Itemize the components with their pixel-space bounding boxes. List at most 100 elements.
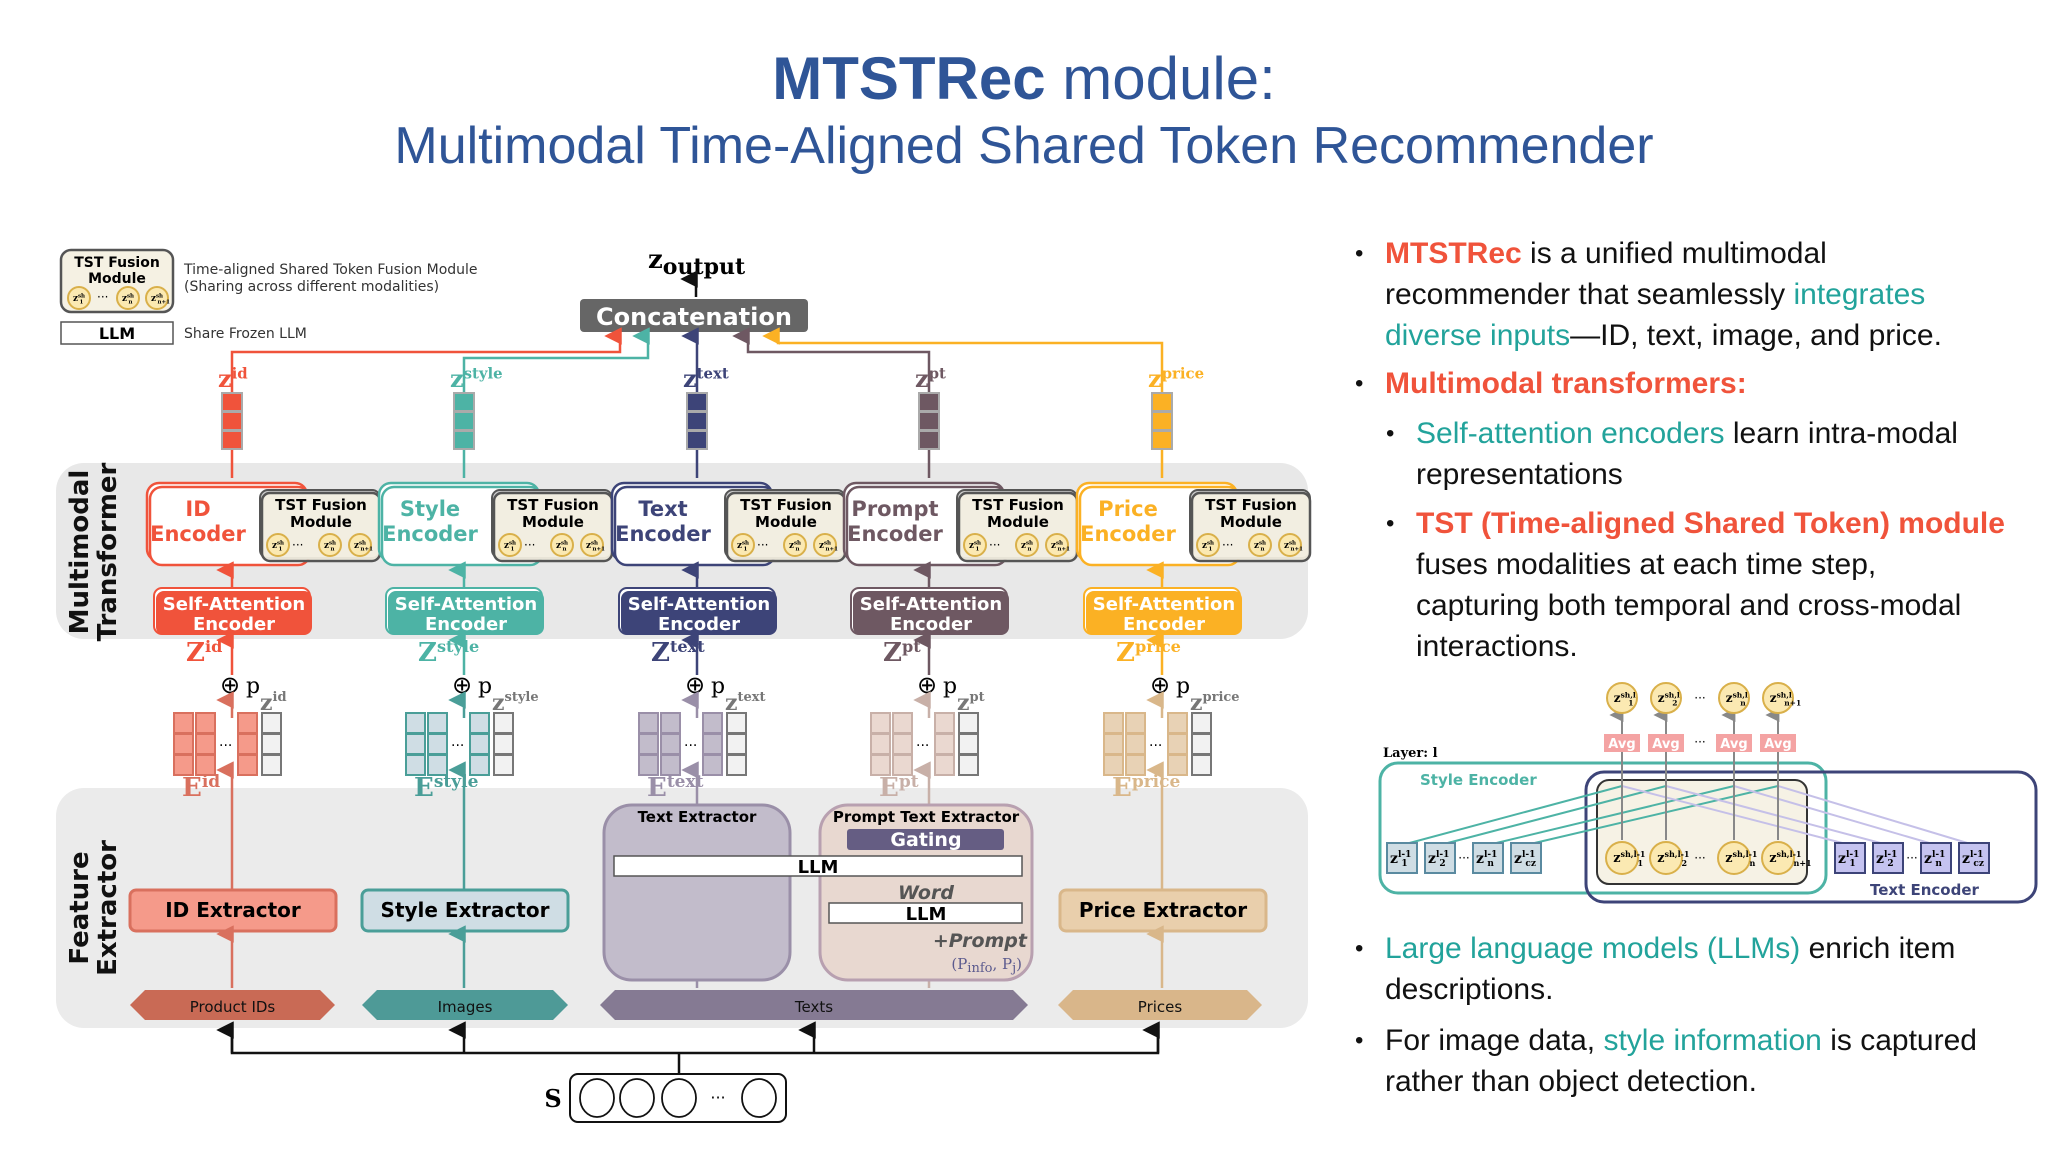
embedding-cell <box>934 754 955 776</box>
legend-llm-label: LLM <box>99 324 135 343</box>
embedding-cell <box>405 754 426 776</box>
sequence-label: S <box>544 1084 561 1113</box>
cz-token-cell <box>493 754 514 776</box>
zcz-output-label-price-sup: price <box>1162 365 1204 383</box>
mini-text-token-sub: n <box>1935 859 1942 869</box>
embedding-cell <box>427 733 448 755</box>
embedding-cell <box>1103 733 1124 755</box>
input-hex-style <box>362 990 568 1020</box>
pos-p-label: p <box>711 674 725 699</box>
prompt-extractor-label: Prompt Text Extractor <box>833 808 1020 826</box>
embedding-ellipsis: ··· <box>219 738 232 754</box>
cz-token-cell <box>958 754 979 776</box>
zcz-output-label-id-sup: id <box>232 365 249 383</box>
self-attention-label-2: Encoder <box>425 614 507 635</box>
encoder-label-2: Encoder <box>150 522 246 546</box>
pos-plus-icon: ⊕ <box>1150 671 1170 699</box>
e-base: E <box>647 773 667 803</box>
cz-token-cell <box>493 712 514 734</box>
tst-token-sup: sh <box>561 540 568 546</box>
text-extractor-box <box>602 803 792 982</box>
z-label-style-sup: style <box>437 637 479 656</box>
mini-style-link <box>1401 785 1623 846</box>
embedding-cell <box>173 754 194 776</box>
section-label-extractor-1: Feature <box>65 851 95 964</box>
legend-llm-desc: Share Frozen LLM <box>184 326 307 342</box>
tst-ellipsis: ··· <box>757 538 768 552</box>
zcz-sup: id <box>273 690 287 705</box>
tst-ellipsis: ··· <box>292 538 303 552</box>
embedding-cell <box>427 754 448 776</box>
z-label-price-base: Z <box>1116 638 1135 668</box>
mini-out-token-sub: 2 <box>1672 699 1677 708</box>
section-label-transformer-1: Multimodal <box>65 470 95 635</box>
zcz-output-label-pt: zpt <box>915 364 946 393</box>
embedding-cell <box>237 712 258 734</box>
shared-llm-box <box>613 855 1023 877</box>
mini-out-token <box>1718 682 1750 714</box>
self-attention-label-1: Self-Attention <box>1093 594 1235 615</box>
encoder-label-2: Encoder <box>615 522 711 546</box>
prompt-label: +Prompt <box>933 930 1028 952</box>
embedding-cell <box>934 733 955 755</box>
embedding-cell <box>1125 754 1146 776</box>
embedding-cell <box>1125 733 1146 755</box>
output-vector-cell <box>918 430 940 450</box>
sequence-input: S ··· <box>216 1021 1160 1123</box>
mini-ellipsis: ··· <box>1694 735 1705 749</box>
mini-style-token <box>1424 842 1456 874</box>
self-attention-label-1: Self-Attention <box>860 594 1002 615</box>
tst-ellipsis: ··· <box>989 538 1000 552</box>
mini-avg-box <box>1760 734 1796 752</box>
mini-out-token-sup: sh,l <box>1733 690 1748 699</box>
embedding-cell <box>870 712 891 734</box>
tst-label-1: TST Fusion <box>1205 496 1297 514</box>
mini-style-token-sub: cz <box>1525 859 1536 869</box>
embedding-cell <box>469 754 490 776</box>
embedding-cell <box>1167 733 1188 755</box>
cz-token-cell <box>958 712 979 734</box>
mini-style-token-base: z <box>1390 851 1398 867</box>
z-label-price: Zprice <box>1116 637 1181 668</box>
mini-style-token-base: z <box>1514 851 1522 867</box>
bullet-marker: • <box>1355 935 1364 962</box>
mini-text-link <box>1777 785 1975 846</box>
self-attention-label-2: Encoder <box>890 614 972 635</box>
mini-text-token-sup: l-1 <box>1846 850 1859 860</box>
tst-token-base: z <box>1021 541 1026 551</box>
embedding-cell <box>1167 754 1188 776</box>
sequence-ellipsis: ··· <box>710 1088 725 1107</box>
mini-in-token <box>1605 841 1639 875</box>
tst-token-base: z <box>354 541 359 551</box>
input-distribution-line <box>230 1030 1160 1055</box>
embedding-cell <box>427 712 448 734</box>
prompt-llm-box <box>828 902 1023 924</box>
zcz-output-label-pt-sup: pt <box>929 365 946 383</box>
tst-token <box>1045 533 1069 557</box>
embedding-cell <box>1167 712 1188 734</box>
embedding-cell <box>173 733 194 755</box>
e-sup: pt <box>899 772 919 792</box>
zcz-output-label-price-base: z <box>1148 364 1162 393</box>
mini-ellipsis: ··· <box>1694 851 1705 865</box>
zcz-base: z <box>260 690 273 716</box>
mini-text-token-sup: l-1 <box>1884 850 1897 860</box>
embedding-ellipsis: ··· <box>451 738 464 754</box>
mini-style-token-sub: 2 <box>1439 859 1445 869</box>
self-attention-label-1: Self-Attention <box>628 594 770 615</box>
legend-tst-line1: TST Fusion <box>74 255 160 271</box>
tst-token-sup: sh <box>794 540 801 546</box>
tst-token-sub: n <box>1028 547 1032 553</box>
mini-ellipsis: ··· <box>1458 851 1469 865</box>
gating-label: Gating <box>890 829 961 851</box>
zcz-output-label-id: zid <box>218 364 248 393</box>
output-vector-cell <box>918 392 940 412</box>
self-attention-box-text <box>621 591 777 635</box>
mini-out-token-base: z <box>1770 691 1777 705</box>
